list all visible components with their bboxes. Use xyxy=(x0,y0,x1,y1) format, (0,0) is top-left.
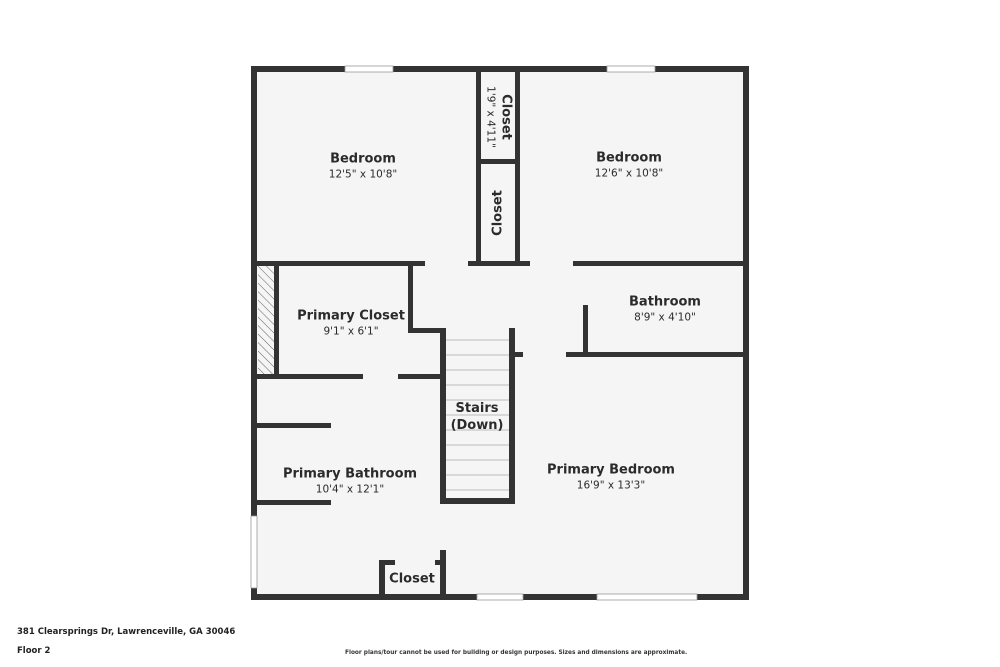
hatched-chase xyxy=(258,266,274,374)
room-label-primary-bathroom: Primary Bathroom 10'4" x 12'1" xyxy=(283,466,417,497)
stairs-direction: (Down) xyxy=(450,418,504,433)
room-dimensions: 10'4" x 12'1" xyxy=(315,483,385,496)
room-label-bathroom: Bathroom 8'9" x 4'10" xyxy=(629,294,701,325)
room-label-primary-closet: Primary Closet 9'1" x 6'1" xyxy=(297,308,405,339)
room-label-bedroom-1: Bedroom 12'5" x 10'8" xyxy=(329,151,397,182)
room-name: Stairs xyxy=(455,401,499,416)
room-name: Bathroom xyxy=(629,294,701,310)
room-dimensions: 1'9" x 4'11" xyxy=(484,86,497,148)
room-name: Closet xyxy=(389,571,435,587)
room-name: Bedroom xyxy=(330,151,396,167)
room-label-closet-top: Closet 1'9" x 4'11" xyxy=(484,86,515,148)
disclaimer-text: Floor plans/tour cannot be used for buil… xyxy=(345,650,688,656)
room-name: Closet xyxy=(490,190,506,236)
floor-label: Floor 2 xyxy=(17,646,51,656)
room-name: Primary Closet xyxy=(297,308,405,324)
room-name: Primary Bathroom xyxy=(282,466,418,482)
room-dimensions: 12'6" x 10'8" xyxy=(594,167,664,180)
room-label-primary-bedroom: Primary Bedroom 16'9" x 13'3" xyxy=(547,462,675,493)
windows xyxy=(250,65,698,601)
room-name: Closet xyxy=(498,94,514,140)
property-address: 381 Clearsprings Dr, Lawrenceville, GA 3… xyxy=(17,627,236,637)
room-dimensions: 8'9" x 4'10" xyxy=(634,311,696,324)
room-dimensions: 12'5" x 10'8" xyxy=(328,168,398,181)
stair-treads xyxy=(446,339,509,491)
room-label-bedroom-2: Bedroom 12'6" x 10'8" xyxy=(595,150,663,181)
room-label-closet-bottom: Closet xyxy=(389,571,435,588)
room-dimensions: 9'1" x 6'1" xyxy=(323,325,379,338)
floor-area xyxy=(255,70,745,597)
room-dimensions: 16'9" x 13'3" xyxy=(576,479,646,492)
room-label-stairs: Stairs (Down) xyxy=(451,400,504,434)
room-name: Bedroom xyxy=(596,150,662,166)
room-label-closet-mid: Closet xyxy=(490,190,507,236)
room-name: Primary Bedroom xyxy=(547,462,675,478)
